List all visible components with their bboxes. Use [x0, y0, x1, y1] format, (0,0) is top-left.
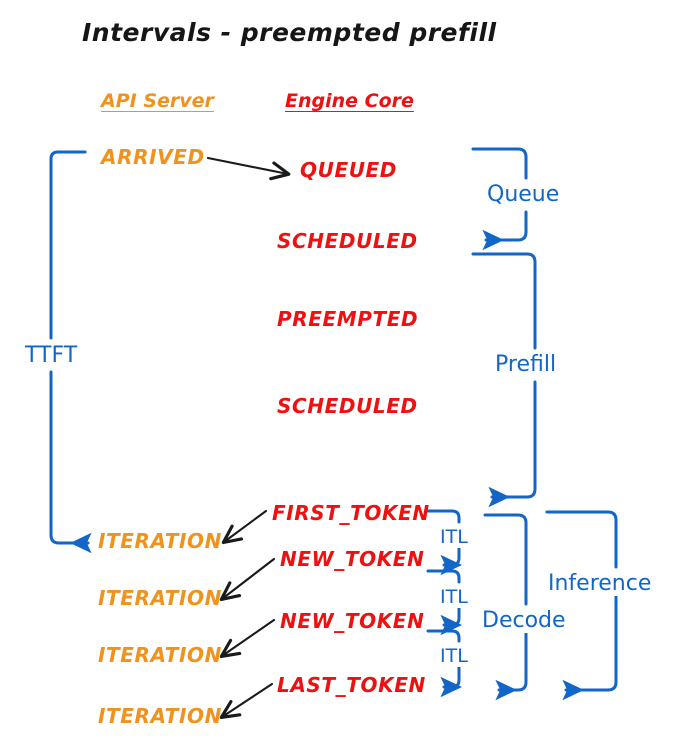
state-iteration-4: ITERATION — [98, 704, 222, 728]
column-header-api-server: API Server — [101, 90, 214, 112]
arrow-arrived-to-queued — [206, 156, 291, 181]
state-preempted: PREEMPTED — [277, 307, 419, 331]
interval-label-prefill: Prefill — [492, 352, 560, 377]
interval-label-itl-2: ITL — [437, 586, 471, 608]
state-iteration-1: ITERATION — [98, 529, 222, 553]
state-queued: QUEUED — [300, 158, 398, 182]
state-scheduled-2: SCHEDULED — [277, 394, 418, 418]
column-header-engine-core: Engine Core — [285, 90, 414, 112]
interval-label-ttft: TTFT — [22, 343, 81, 368]
state-iteration-3: ITERATION — [98, 643, 222, 667]
state-arrived: ARRIVED — [101, 145, 205, 169]
arrow-new-token-to-iteration-2 — [219, 557, 276, 602]
bracket-decode — [483, 513, 528, 701]
interval-label-queue: Queue — [484, 182, 563, 207]
interval-label-inference: Inference — [545, 571, 655, 596]
state-scheduled-1: SCHEDULED — [277, 229, 418, 253]
state-first-token: FIRST_TOKEN — [272, 501, 430, 525]
state-iteration-2: ITERATION — [98, 586, 222, 610]
interval-label-itl-1: ITL — [437, 526, 471, 548]
state-new-token-2: NEW_TOKEN — [280, 609, 425, 633]
arrow-last-token-to-iteration-4 — [219, 682, 274, 720]
page-title: Intervals - preempted prefill — [82, 18, 497, 47]
state-last-token: LAST_TOKEN — [277, 673, 426, 697]
arrow-first-token-to-iteration — [221, 509, 268, 545]
interval-label-itl-3: ITL — [437, 645, 471, 667]
arrow-new-token-to-iteration-3 — [219, 618, 276, 659]
state-new-token-1: NEW_TOKEN — [280, 547, 425, 571]
bracket-inference — [545, 510, 618, 701]
interval-label-decode: Decode — [479, 608, 569, 633]
